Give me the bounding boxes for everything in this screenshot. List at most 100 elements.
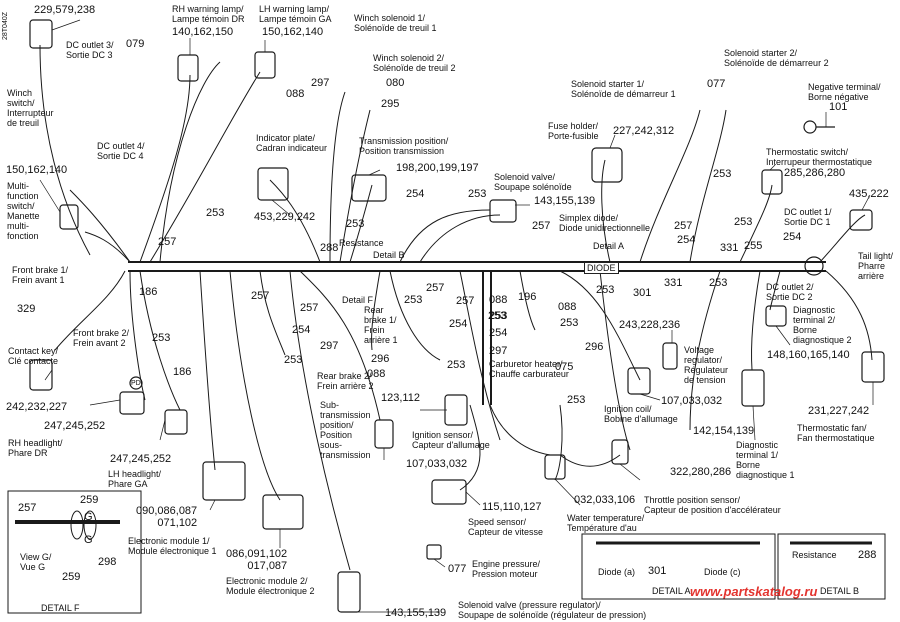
label-088-b: 088	[367, 368, 386, 380]
wire-253-d: 253	[346, 218, 365, 230]
label-winch-solenoid-1: Winch solenoid 1/ Solénoïde de treuil 1	[354, 13, 437, 33]
detail-f-298: 298	[98, 556, 117, 568]
label-electronic-module-2: Electronic module 2/ Module électronique…	[226, 576, 315, 596]
label-detail-b: Detail B	[373, 250, 405, 260]
wire-301: 301	[633, 287, 652, 299]
wire-186-a: 186	[139, 286, 158, 298]
label-rh-warning-lamp: RH warning lamp/ Lampe témoin DR	[172, 4, 245, 24]
label-winch-switch-parts: 229,579,238	[34, 4, 96, 16]
label-254-f: 254	[489, 327, 508, 339]
detail-frames	[7, 490, 886, 614]
harness-branches	[39, 44, 873, 571]
label-simplex-diode: Simplex diode/ Diode unidirectionnelle	[559, 213, 651, 233]
detail-f-view-g: View G/ Vue G	[20, 552, 52, 572]
label-trans-pos-parts: 198,200,199,197	[396, 162, 479, 174]
label-088-d: 088	[558, 301, 577, 313]
label-solenoid-valve-2-parts: 143,155,139	[385, 607, 447, 619]
label-resistance: Resistance	[339, 238, 384, 248]
label-diode-box: DIODE	[584, 262, 619, 274]
wire-253-g: 253	[404, 294, 423, 306]
label-dc-outlet-4: DC outlet 4/ Sortie DC 4	[97, 141, 145, 161]
wire-257-f: 257	[426, 282, 445, 294]
wire-254-d: 254	[292, 324, 311, 336]
wire-253-k: 253	[447, 359, 466, 371]
label-solenoid-valve-pressure: Solenoid valve (pressure regulator)/ Sou…	[458, 600, 647, 620]
leader-lines	[39, 19, 874, 613]
label-pd: PD	[131, 380, 141, 387]
detail-f-g1: G	[84, 511, 93, 523]
label-voltage-regulator-parts: 243,228,236	[619, 319, 681, 331]
detail-a-diode-c: Diode (c)	[704, 567, 741, 577]
label-080: 080	[386, 77, 405, 89]
label-contact-key: Contact key/ Clé contacte	[8, 346, 59, 366]
detail-a-301: 301	[648, 565, 667, 577]
wire-186-b: 186	[173, 366, 192, 378]
label-fuse-parts: 227,242,312	[613, 125, 675, 137]
label-diagnostic-terminal-2: Diagnostic terminal 2/ Borne diagnostiqu…	[793, 305, 852, 345]
label-ignition-sensor: Ignition sensor/ Capteur d'allumage	[412, 430, 490, 450]
detail-b-title: DETAIL B	[820, 586, 860, 596]
label-negative-terminal: Negative terminal/ Borne négative	[808, 82, 881, 102]
label-thermostatic-switch: Thermostatic switch/ Interrupeur thermos…	[766, 147, 873, 167]
label-lh-warning-lamp: LH warning lamp/ Lampe témoin GA	[259, 4, 332, 24]
detail-f-title: DETAIL F	[41, 603, 80, 613]
label-negative-part: 101	[829, 101, 848, 113]
wire-253-a: 253	[713, 168, 732, 180]
label-front-brake-2: Front brake 2/ Frein avant 2	[73, 328, 130, 348]
detail-b-288: 288	[858, 549, 877, 561]
label-throttle-position-sensor: Throttle position sensor/ Capteur de pos…	[644, 495, 781, 515]
wire-253-b: 253	[468, 188, 487, 200]
detail-f-257: 257	[18, 502, 37, 514]
label-253-o: 253	[560, 317, 579, 329]
label-297: 297	[311, 77, 330, 89]
label-297-c: 297	[489, 345, 508, 357]
label-speed-sensor: Speed sensor/ Capteur de vitesse	[468, 517, 544, 537]
label-ignition-coil-parts: 107,033,032	[661, 395, 723, 407]
detail-f-259-bottom: 259	[62, 571, 81, 583]
wire-253-c: 253	[206, 207, 225, 219]
wire-253-i: 253	[152, 332, 171, 344]
drawing-reference: 28T040Z	[2, 11, 9, 40]
label-196: 196	[518, 291, 537, 303]
label-diag1-parts: 142,154,139	[693, 425, 755, 437]
label-engine-pressure-part: 077	[448, 563, 467, 575]
wire-253-e: 253	[734, 216, 753, 228]
label-diag2-parts: 148,160,165,140	[767, 349, 850, 361]
label-winch-switch: Winch switch/ Interrupteur de treuil	[7, 88, 54, 128]
label-329: 329	[17, 303, 36, 315]
detail-f-259-top: 259	[80, 494, 99, 506]
label-ignition-sensor-parts: 123,112	[381, 392, 420, 404]
label-ecm2-parts: 086,091,102 017,087	[226, 548, 288, 572]
wire-257-g: 257	[456, 295, 475, 307]
label-multifunction-switch: Multi- function switch/ Manette multi- f…	[7, 181, 40, 241]
label-water-temperature: Water temperature/ Température d'au	[567, 513, 645, 533]
label-sub-transmission: Sub- transmission position/ Position sou…	[320, 400, 371, 460]
label-rh-lamp-parts: 140,162,150	[172, 26, 234, 38]
label-077: 077	[707, 78, 726, 90]
wire-288: 288	[320, 242, 339, 254]
label-engine-pressure: Engine pressure/ Pression moteur	[472, 559, 541, 579]
wire-257-d: 257	[251, 290, 270, 302]
label-435-222: 435,222	[849, 188, 889, 200]
label-rear-brake-1: Rear brake 1/ Frein arrière 1	[364, 305, 398, 345]
watermark: www.partskatalog.ru	[690, 584, 818, 599]
detail-a-diode-a: Diode (a)	[598, 567, 636, 577]
label-sub-trans-parts: 107,033,032	[406, 458, 468, 470]
label-electronic-module-1: Electronic module 1/ Module électronique…	[128, 536, 217, 556]
wire-253-l: 253	[567, 394, 586, 406]
label-fan-parts: 231,227,242	[808, 405, 870, 417]
label-carburetor-heater: Carburetor heater/ Chauffe carburateur	[489, 359, 569, 379]
label-lh-headlight-parts: 247,245,252	[110, 453, 172, 465]
main-harness-trunk	[128, 261, 826, 405]
wire-257-b: 257	[532, 220, 551, 232]
label-088-c: 088	[489, 294, 508, 306]
label-lh-headlight: LH headlight/ Phare GA	[108, 469, 162, 489]
label-075: 075	[555, 361, 574, 373]
label-tps-parts: 322,280,286	[670, 466, 732, 478]
label-thermostatic-fan: Thermostatic fan/ Fan thermostatique	[797, 423, 875, 443]
label-297-b: 297	[320, 340, 339, 352]
wire-331-b: 331	[664, 277, 683, 289]
label-rh-headlight: RH headlight/ Phare DR	[8, 438, 63, 458]
label-253-n: 253	[489, 310, 508, 322]
